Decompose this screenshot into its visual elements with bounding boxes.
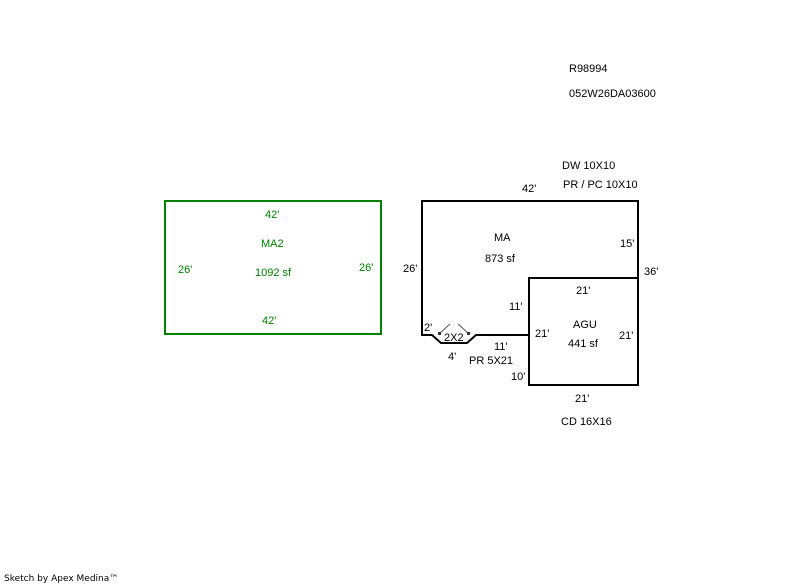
ma2-dim-top: 42' [265, 209, 279, 221]
bump-arrow-head-left [438, 332, 441, 335]
ma-code: MA [494, 232, 511, 244]
map-number: 052W26DA03600 [569, 88, 656, 100]
ma-dim-lower-left: 10' [511, 371, 525, 383]
ma2-dim-right: 26' [359, 262, 373, 274]
bump-arrow-right [457, 323, 469, 334]
bump-arrow-head-right [467, 332, 470, 335]
ma-outline [421, 200, 639, 344]
ma-dim-bump-bottom: 4' [448, 351, 456, 363]
ma2-outline [164, 200, 382, 335]
note-pr-pc: PR / PC 10X10 [563, 179, 638, 191]
agu-outline [528, 277, 639, 386]
agu-dim-bottom: 21' [575, 393, 589, 405]
porch-note: PR 5X21 [469, 355, 513, 367]
ma-area: 873 sf [485, 253, 516, 265]
ma-dim-right-upper: 15' [620, 238, 634, 250]
ma-dim-inner-horizontal: 11' [494, 341, 508, 353]
ma-dim-bump-left: 2' [424, 322, 432, 334]
ma-dim-right-total: 36' [644, 266, 658, 278]
sketch-credit: Sketch by Apex Medina™ [4, 574, 119, 584]
ma2-area: 1092 sf [255, 267, 292, 279]
ma2-dim-bottom: 42' [262, 315, 276, 327]
parcel-id: R98994 [569, 63, 608, 75]
bump-arrow-left [439, 323, 451, 334]
ma2-code: MA2 [261, 238, 284, 250]
bump-label: 2X2 [444, 332, 464, 344]
note-dw: DW 10X10 [562, 160, 615, 172]
ma-dim-top: 42' [522, 183, 536, 195]
ma-dim-inner-vertical: 11' [509, 301, 523, 313]
agu-dim-right: 21' [619, 330, 633, 342]
agu-dim-top: 21' [576, 285, 590, 297]
agu-dim-left: 21' [535, 328, 549, 340]
ma-dim-left: 26' [403, 263, 417, 275]
ma2-dim-left: 26' [178, 264, 192, 276]
agu-code: AGU [573, 319, 597, 331]
agu-area: 441 sf [568, 338, 599, 350]
note-cd: CD 16X16 [561, 416, 612, 428]
